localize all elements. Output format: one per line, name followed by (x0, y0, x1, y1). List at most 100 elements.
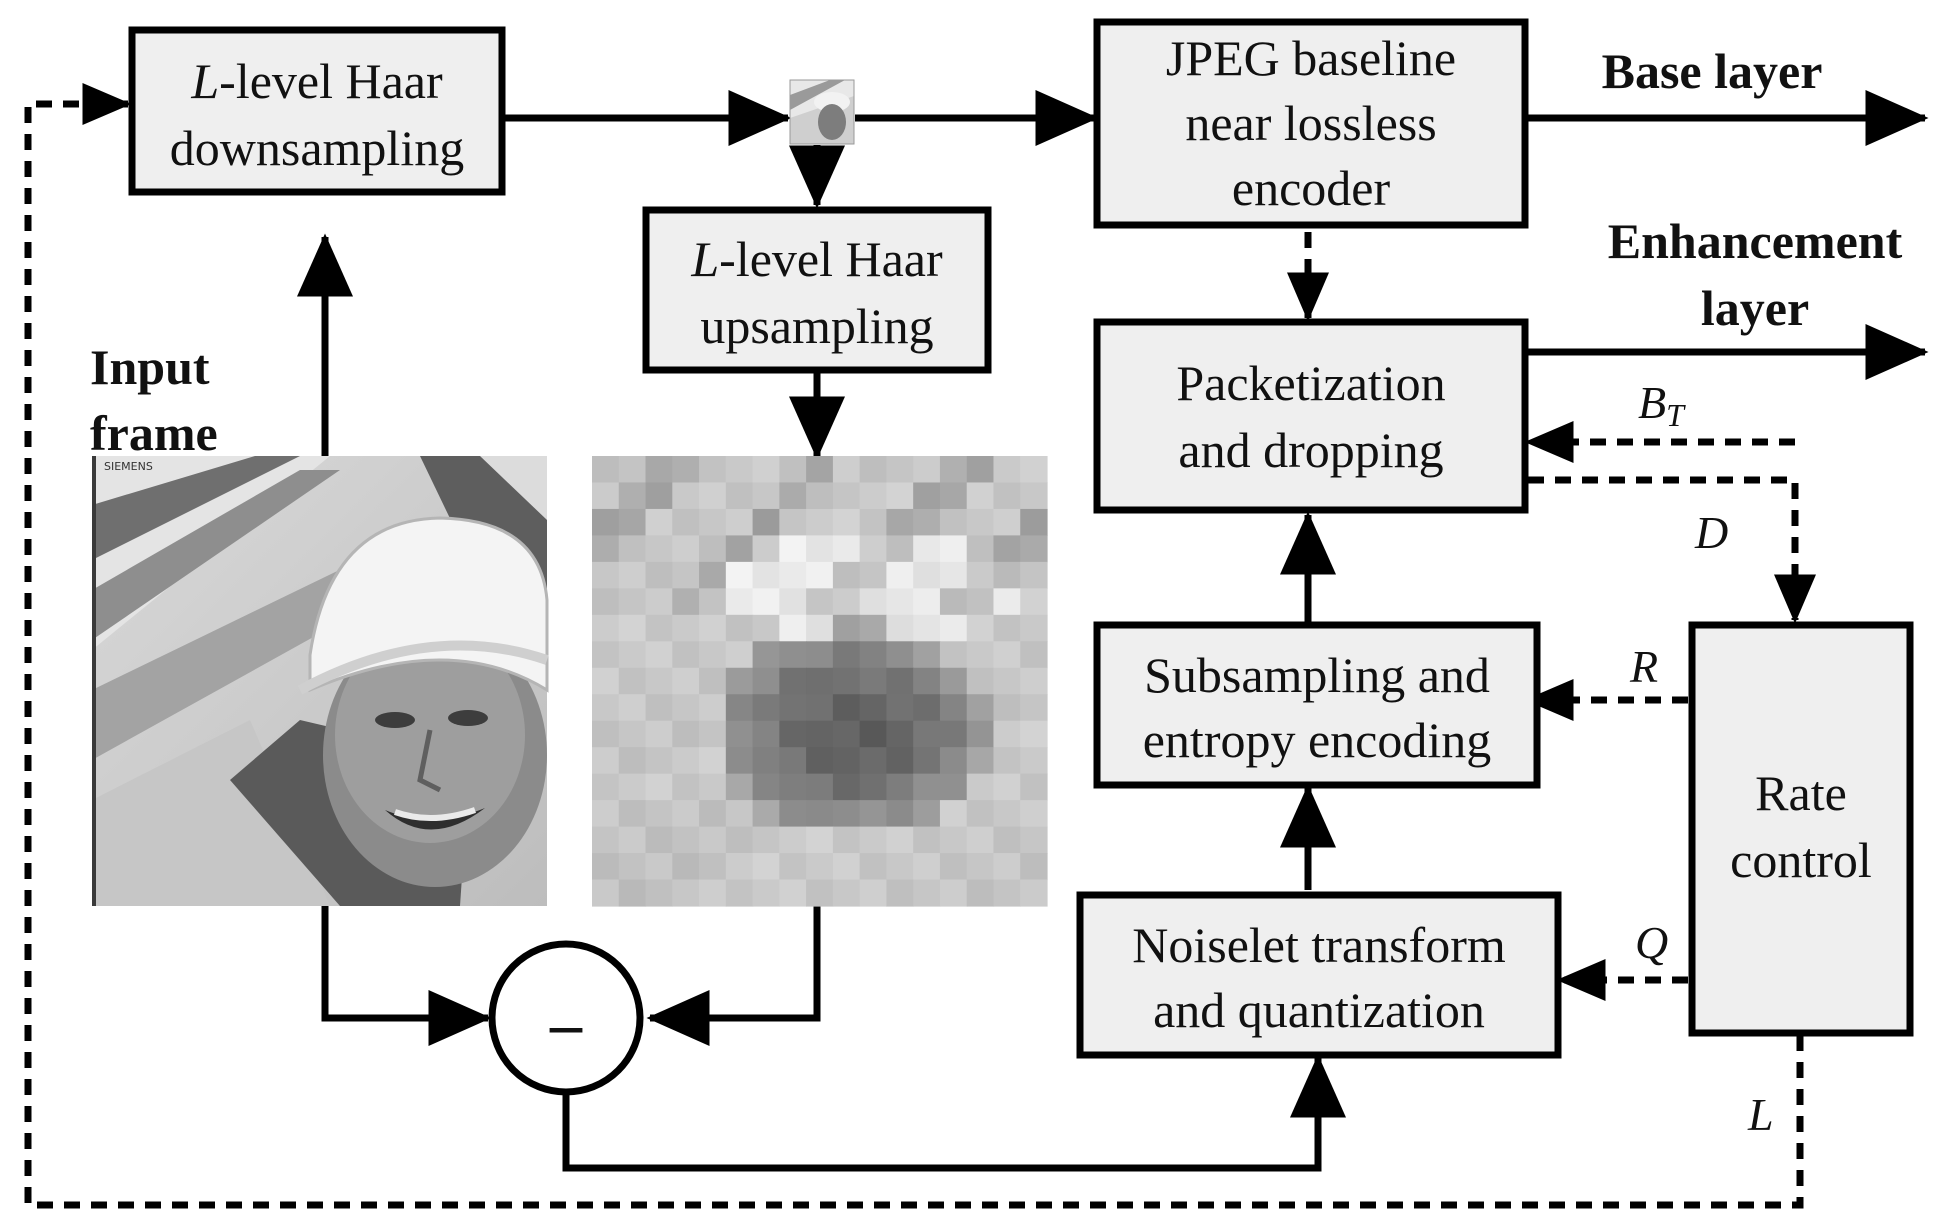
pixel-block (779, 747, 807, 775)
pixel-block (592, 879, 620, 907)
arrow-subtract-to-noiselet (562, 1054, 1346, 1172)
pixel-block (993, 614, 1021, 642)
pixel-block (859, 773, 888, 801)
dashed-connections (24, 83, 1816, 1209)
pixel-block (699, 614, 727, 642)
pixel-block (806, 667, 834, 695)
pixel-block (672, 482, 700, 510)
pixel-block (966, 535, 995, 563)
pixel-block (913, 826, 941, 854)
pixel-block (806, 535, 834, 563)
pixel-block (993, 720, 1021, 748)
haar-upsampling-block: L-level Haar upsampling (642, 206, 992, 374)
pixel-block (993, 508, 1021, 537)
pixel-block (886, 826, 914, 854)
pixel-block (672, 694, 700, 722)
pixel-block (725, 800, 754, 828)
pixel-block (939, 800, 968, 828)
pixel-block (832, 456, 861, 484)
pixel-block (779, 561, 807, 589)
pixel-block (1020, 826, 1048, 854)
dashed-L-feedback (24, 83, 1804, 1209)
pixel-block (779, 588, 807, 616)
pixel-block (699, 694, 727, 722)
pixel-block (779, 667, 807, 695)
subsampling-block: Subsampling and entropy encoding (1093, 621, 1541, 789)
pixel-block (832, 614, 861, 642)
pixel-block (725, 879, 754, 907)
pixel-block (725, 694, 754, 722)
pixel-block (1020, 508, 1048, 537)
pixel-block (806, 720, 834, 748)
pixel-block (672, 561, 700, 589)
pixel-block (939, 588, 968, 616)
pixel-block (939, 667, 968, 695)
pixel-block (939, 720, 968, 748)
pixel-block (725, 747, 754, 775)
pixel-block (779, 508, 807, 537)
pixel-block (592, 773, 620, 801)
base-layer-label: Base layer (1602, 43, 1823, 99)
pixel-block (725, 667, 754, 695)
pixel-block (886, 667, 914, 695)
haar-down-line1: -level Haar (219, 53, 443, 109)
pixel-block (752, 747, 780, 775)
pixel-block (806, 614, 834, 642)
pixel-block (725, 508, 754, 537)
pixel-block (592, 694, 620, 722)
pixel-block (859, 853, 888, 881)
pixel-block (592, 614, 620, 642)
pixel-block (806, 853, 834, 881)
pixel-block (939, 853, 968, 881)
noiselet-block: Noiselet transform and quantization (1076, 891, 1562, 1059)
pixel-block (913, 535, 941, 563)
pixel-block (832, 535, 861, 563)
pixel-block (939, 694, 968, 722)
pixel-block (966, 667, 995, 695)
pixel-block (672, 535, 700, 563)
pixel-block (806, 879, 834, 907)
pixel-block (913, 588, 941, 616)
svg-text:L-level Haar: L-level Haar (690, 231, 943, 287)
pixel-block (618, 773, 647, 801)
pixel-block (966, 747, 995, 775)
pixel-block (672, 720, 700, 748)
pixel-block (752, 508, 780, 537)
pixel-block (645, 826, 673, 854)
pixel-block (993, 773, 1021, 801)
pixel-block (618, 588, 647, 616)
pixel-block (618, 561, 647, 589)
signal-Q: Q (1635, 917, 1668, 968)
pixel-block (699, 879, 727, 907)
pixel-block (993, 800, 1021, 828)
pixel-block (966, 561, 995, 589)
pixel-block (939, 508, 968, 537)
subsample-line2: entropy encoding (1143, 712, 1492, 768)
pixel-block (966, 800, 995, 828)
pixel-block (832, 508, 861, 537)
pixel-block (1020, 641, 1048, 669)
packet-line2: and dropping (1178, 422, 1443, 478)
svg-text:L-level Haar: L-level Haar (190, 53, 443, 109)
upsampled-pixelated-image (592, 456, 1048, 907)
pixel-block (913, 667, 941, 695)
pixel-block (966, 588, 995, 616)
pixel-block (672, 667, 700, 695)
pixel-block (806, 508, 834, 537)
pixel-block (832, 773, 861, 801)
pixel-block (752, 561, 780, 589)
pixel-block (779, 773, 807, 801)
pixel-block (699, 535, 727, 563)
rate-line2: control (1730, 832, 1872, 888)
pixel-block (699, 667, 727, 695)
pixel-block (832, 747, 861, 775)
pixel-block (939, 773, 968, 801)
pixel-block (806, 773, 834, 801)
pixel-block (1020, 482, 1048, 510)
pixel-block (806, 456, 834, 484)
jpeg-line3: encoder (1232, 160, 1391, 216)
pixel-block (779, 826, 807, 854)
noiselet-line1: Noiselet transform (1132, 917, 1506, 973)
pixel-block (859, 800, 888, 828)
